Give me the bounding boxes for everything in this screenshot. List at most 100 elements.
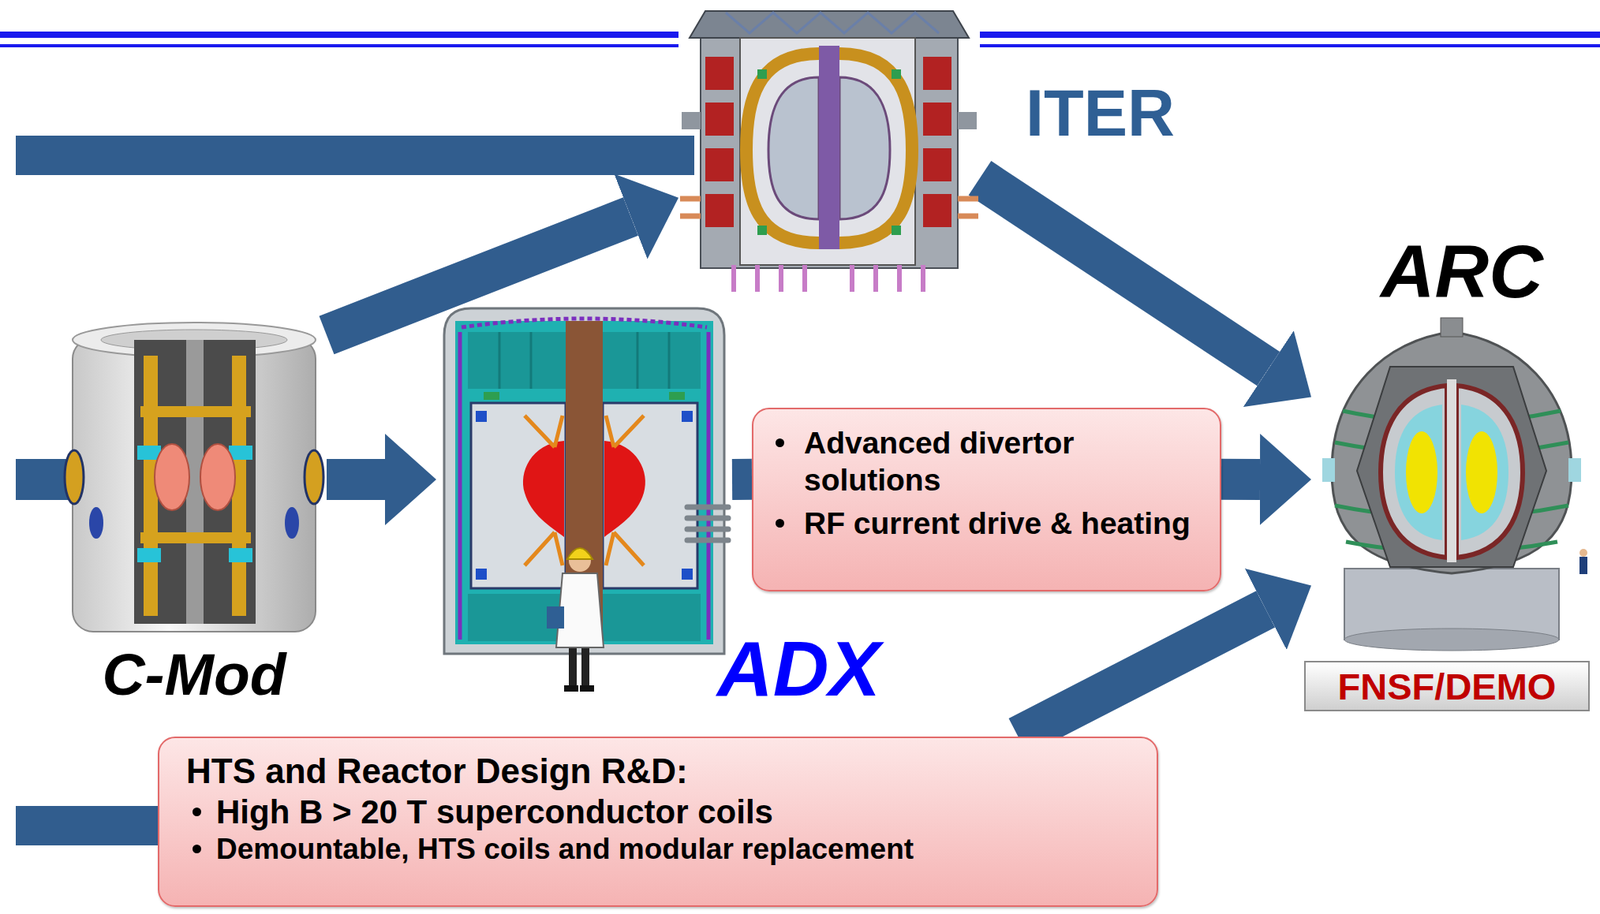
arc-illustration [1322, 458, 1335, 483]
iter-illustration [681, 112, 701, 130]
arc-illustration [1461, 404, 1509, 541]
arc-illustration [1405, 431, 1438, 514]
iter-illustration [705, 148, 734, 182]
iter-illustration [731, 265, 737, 292]
scientist-figure [567, 548, 593, 560]
arc-illustration [1465, 431, 1498, 514]
callout-box: HTS and Reactor Design R&D:High B > 20 T… [157, 736, 1159, 908]
machine-label: ARC [1380, 234, 1544, 310]
adx-illustration [523, 441, 565, 538]
iter-illustration [680, 198, 979, 217]
cmod-illustration [304, 450, 324, 505]
iter-illustration [957, 112, 977, 130]
arc-illustration [1456, 385, 1523, 558]
machine-figure: C-Mod [61, 311, 327, 707]
cmod-illustration [64, 322, 324, 632]
scientist-figure [579, 685, 595, 692]
bullet-text: Demountable, HTS coils and modular repla… [216, 832, 1130, 868]
adx-illustration [483, 392, 500, 400]
adx-illustration [444, 308, 725, 655]
adx-illustration [475, 411, 487, 423]
cmod-illustration [137, 548, 161, 563]
adx-illustration [687, 527, 729, 533]
iter-illustration [757, 69, 767, 79]
iter-illustration [705, 194, 734, 228]
iter-illustration [923, 102, 952, 136]
adx-illustration [475, 568, 487, 580]
cmod-illustration [89, 507, 104, 539]
header-rule [979, 44, 1600, 48]
arc-illustration [1394, 404, 1443, 541]
header-rule [0, 31, 679, 38]
feed-bar [15, 135, 695, 176]
adx-illustration [669, 392, 685, 400]
cmod-illustration [140, 532, 251, 544]
flow-arrow [979, 178, 1269, 370]
iter-illustration [923, 56, 952, 90]
arc-illustration [1446, 379, 1457, 563]
iter-illustration [839, 77, 890, 220]
iter-illustration [957, 196, 979, 202]
cmod-illustration [64, 450, 84, 505]
iter-illustration [957, 213, 979, 220]
machine-label: ITER [1025, 80, 1175, 146]
flow-arrow [732, 459, 752, 501]
cmod-illustration [140, 406, 251, 418]
iter-illustration [768, 77, 819, 220]
cmod-illustration [228, 548, 253, 563]
flow-arrow [1221, 459, 1260, 501]
arc-illustration [1579, 557, 1588, 575]
cmod-illustration [154, 444, 190, 511]
stage-label: FNSF/DEMO [1338, 668, 1557, 706]
header-rule [0, 44, 679, 48]
iter-illustration [680, 196, 701, 202]
adx-illustration [471, 403, 566, 589]
iter-illustration [746, 53, 819, 243]
arc-illustration [1579, 549, 1588, 558]
callout-box: Advanced divertor solutionsRF current dr… [751, 407, 1222, 592]
adx-illustration [498, 332, 501, 389]
arc-illustration [1357, 366, 1547, 568]
machine-label: C-Mod [61, 645, 327, 705]
arc-illustration [1380, 385, 1447, 558]
flow-arrow [326, 459, 386, 501]
iter-illustration [725, 12, 939, 34]
iter-illustration [755, 265, 760, 292]
adx-illustration [636, 332, 640, 389]
iter-illustration [923, 194, 952, 228]
iter-illustration [849, 265, 855, 292]
bullet-dot [192, 807, 202, 817]
scientist-figure [564, 685, 579, 692]
adx-illustration [681, 568, 693, 580]
iter-illustration [839, 53, 913, 243]
adx-illustration [687, 504, 729, 511]
iter-illustration [891, 69, 901, 79]
iter-illustration [891, 225, 901, 236]
machine-figure: ITER [678, 1, 980, 296]
adx-illustration [602, 403, 698, 589]
adx-illustration [706, 332, 711, 640]
iter-illustration [920, 265, 926, 292]
iter-illustration [818, 45, 840, 250]
iter-illustration [923, 148, 952, 182]
iter-illustration [680, 11, 979, 292]
iter-illustration [733, 265, 924, 292]
iter-illustration [689, 11, 969, 38]
machine-figure: ARC [1311, 316, 1593, 654]
bullet-dot [775, 519, 785, 528]
iter-illustration [700, 34, 958, 269]
iter-illustration [757, 225, 767, 236]
cmod-illustration [284, 507, 300, 539]
stage-tag: FNSF/DEMO [1304, 661, 1590, 712]
adx-illustration [458, 332, 463, 640]
machine-figure: ADX [436, 300, 733, 695]
adx-illustration [604, 441, 646, 538]
adx-illustration [687, 507, 729, 541]
arc-illustration [1344, 628, 1559, 651]
flow-arrow [1017, 609, 1266, 737]
adx-illustration [687, 538, 729, 544]
bullet-text: RF current drive & heating [803, 505, 1200, 543]
cmod-illustration [72, 338, 316, 632]
